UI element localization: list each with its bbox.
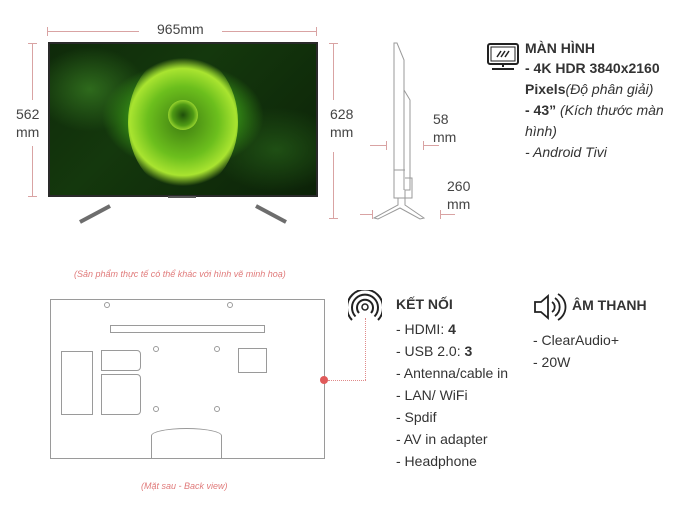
connectivity-item-lan-wifi: - LAN/ WiFi — [396, 387, 468, 403]
screen-height-value: 562 — [16, 106, 40, 122]
monitor-icon — [487, 43, 519, 70]
connectivity-section-title: KẾT NỐI — [396, 296, 453, 312]
audio-section: - ClearAudio+ - 20W — [533, 329, 683, 373]
tv-stand-left-leg — [79, 204, 111, 224]
audio-item-power: - 20W — [533, 354, 571, 370]
display-size-value: - 43” — [525, 102, 557, 118]
back-stand-base — [151, 428, 222, 459]
connectivity-item-spdif: - Spdif — [396, 409, 437, 425]
display-size: - 43” (Kích thước màn — [525, 100, 695, 121]
depth-indicator-right-tick — [423, 141, 424, 150]
width-dimension-tick-left — [47, 27, 48, 36]
back-port-panel-top — [101, 350, 141, 371]
depth-value: 58 — [433, 111, 449, 127]
connectivity-item-antenna: - Antenna/cable in — [396, 365, 509, 381]
audio-item-clearaudio: - ClearAudio+ — [533, 332, 619, 348]
display-size-cont: hình) — [525, 121, 695, 142]
connection-pointer-dot — [320, 376, 328, 384]
connectivity-item-value: 3 — [464, 343, 473, 359]
stand-depth-indicator-left-tick — [372, 210, 373, 219]
signal-icon — [348, 290, 382, 321]
screen-height-line-top — [32, 43, 33, 100]
connectivity-item-hdmi: - HDMI: 4 — [396, 318, 531, 340]
back-view-caption: (Mặt sau - Back view) — [141, 481, 228, 491]
vesa-hole — [153, 406, 159, 412]
disclaimer-caption: (Sản phẩm thực tế có thể khác với hình v… — [74, 269, 286, 279]
screen-height-unit: mm — [16, 124, 40, 140]
connectivity-item-value: 4 — [448, 321, 456, 337]
display-section: MÀN HÌNH - 4K HDR 3840x2160 Pixels(Độ ph… — [525, 38, 695, 163]
stand-depth-value: 260 — [447, 178, 471, 194]
connectivity-section: KẾT NỐI - HDMI: 4 - USB 2.0: 3 - Antenna… — [396, 294, 531, 472]
display-os: - Android Tivi — [525, 142, 695, 163]
connectivity-item-headphone: - Headphone — [396, 453, 477, 469]
flower-center — [168, 100, 198, 130]
display-section-title: MÀN HÌNH — [525, 40, 595, 56]
display-size-note-2: hình) — [525, 123, 557, 139]
depth-indicator-right — [423, 145, 439, 146]
display-os-value: - Android Tivi — [525, 144, 607, 160]
total-height-line-bottom — [333, 152, 334, 218]
connectivity-item-av-in: - AV in adapter — [396, 431, 488, 447]
depth-indicator-left — [370, 145, 386, 146]
total-height-unit: mm — [330, 124, 354, 140]
display-size-note: (Kích thước màn — [556, 102, 664, 118]
connectivity-item-label: - HDMI: — [396, 321, 449, 337]
depth-indicator-left-tick — [386, 141, 387, 150]
width-dimension-line-left — [47, 31, 139, 32]
total-height-tick-top — [329, 43, 338, 44]
mount-hole — [227, 302, 233, 308]
display-resolution: - 4K HDR 3840x2160 — [525, 58, 695, 79]
connectivity-item-label: - USB 2.0: — [396, 343, 465, 359]
tv-side-view-drawing — [372, 42, 426, 220]
back-left-panel — [61, 351, 93, 415]
speaker-icon — [534, 293, 567, 321]
connection-pointer-line-v — [365, 318, 366, 380]
tv-bottom-logo-bar — [168, 196, 196, 198]
display-resolution-cont: Pixels(Độ phân giải) — [525, 79, 695, 100]
connectivity-item-usb: - USB 2.0: 3 — [396, 340, 531, 362]
screen-height-tick-bottom — [28, 196, 37, 197]
back-port-panel-bottom — [101, 374, 141, 415]
stand-depth-indicator-right-tick — [440, 210, 441, 219]
total-height-value: 628 — [330, 106, 354, 122]
vesa-hole — [153, 346, 159, 352]
depth-unit: mm — [433, 129, 457, 145]
display-resolution-value-2: Pixels — [525, 81, 566, 97]
screen-height-line-bottom — [32, 146, 33, 197]
tv-back-view-outline — [50, 299, 325, 459]
tv-stand-right-leg — [255, 204, 287, 224]
width-dimension-line-right — [222, 31, 317, 32]
width-dimension-label: 965mm — [157, 21, 204, 37]
width-dimension-tick-right — [316, 27, 317, 36]
stand-depth-unit: mm — [447, 196, 471, 212]
stand-depth-indicator-left — [360, 214, 372, 215]
back-right-panel — [238, 348, 267, 373]
display-resolution-value: - 4K HDR 3840x2160 — [525, 60, 660, 76]
vesa-hole — [214, 346, 220, 352]
stand-depth-indicator-right — [440, 214, 455, 215]
screen-height-tick-top — [28, 43, 37, 44]
back-top-vent-slot — [110, 325, 265, 333]
total-height-tick-bottom — [329, 218, 338, 219]
total-height-line-top — [333, 43, 334, 100]
connection-pointer-line-h — [328, 380, 366, 381]
mount-hole — [104, 302, 110, 308]
vesa-hole — [214, 406, 220, 412]
audio-section-title: ÂM THANH — [572, 297, 647, 313]
display-resolution-note: (Độ phân giải) — [565, 81, 654, 97]
tv-front-screen — [48, 42, 318, 197]
